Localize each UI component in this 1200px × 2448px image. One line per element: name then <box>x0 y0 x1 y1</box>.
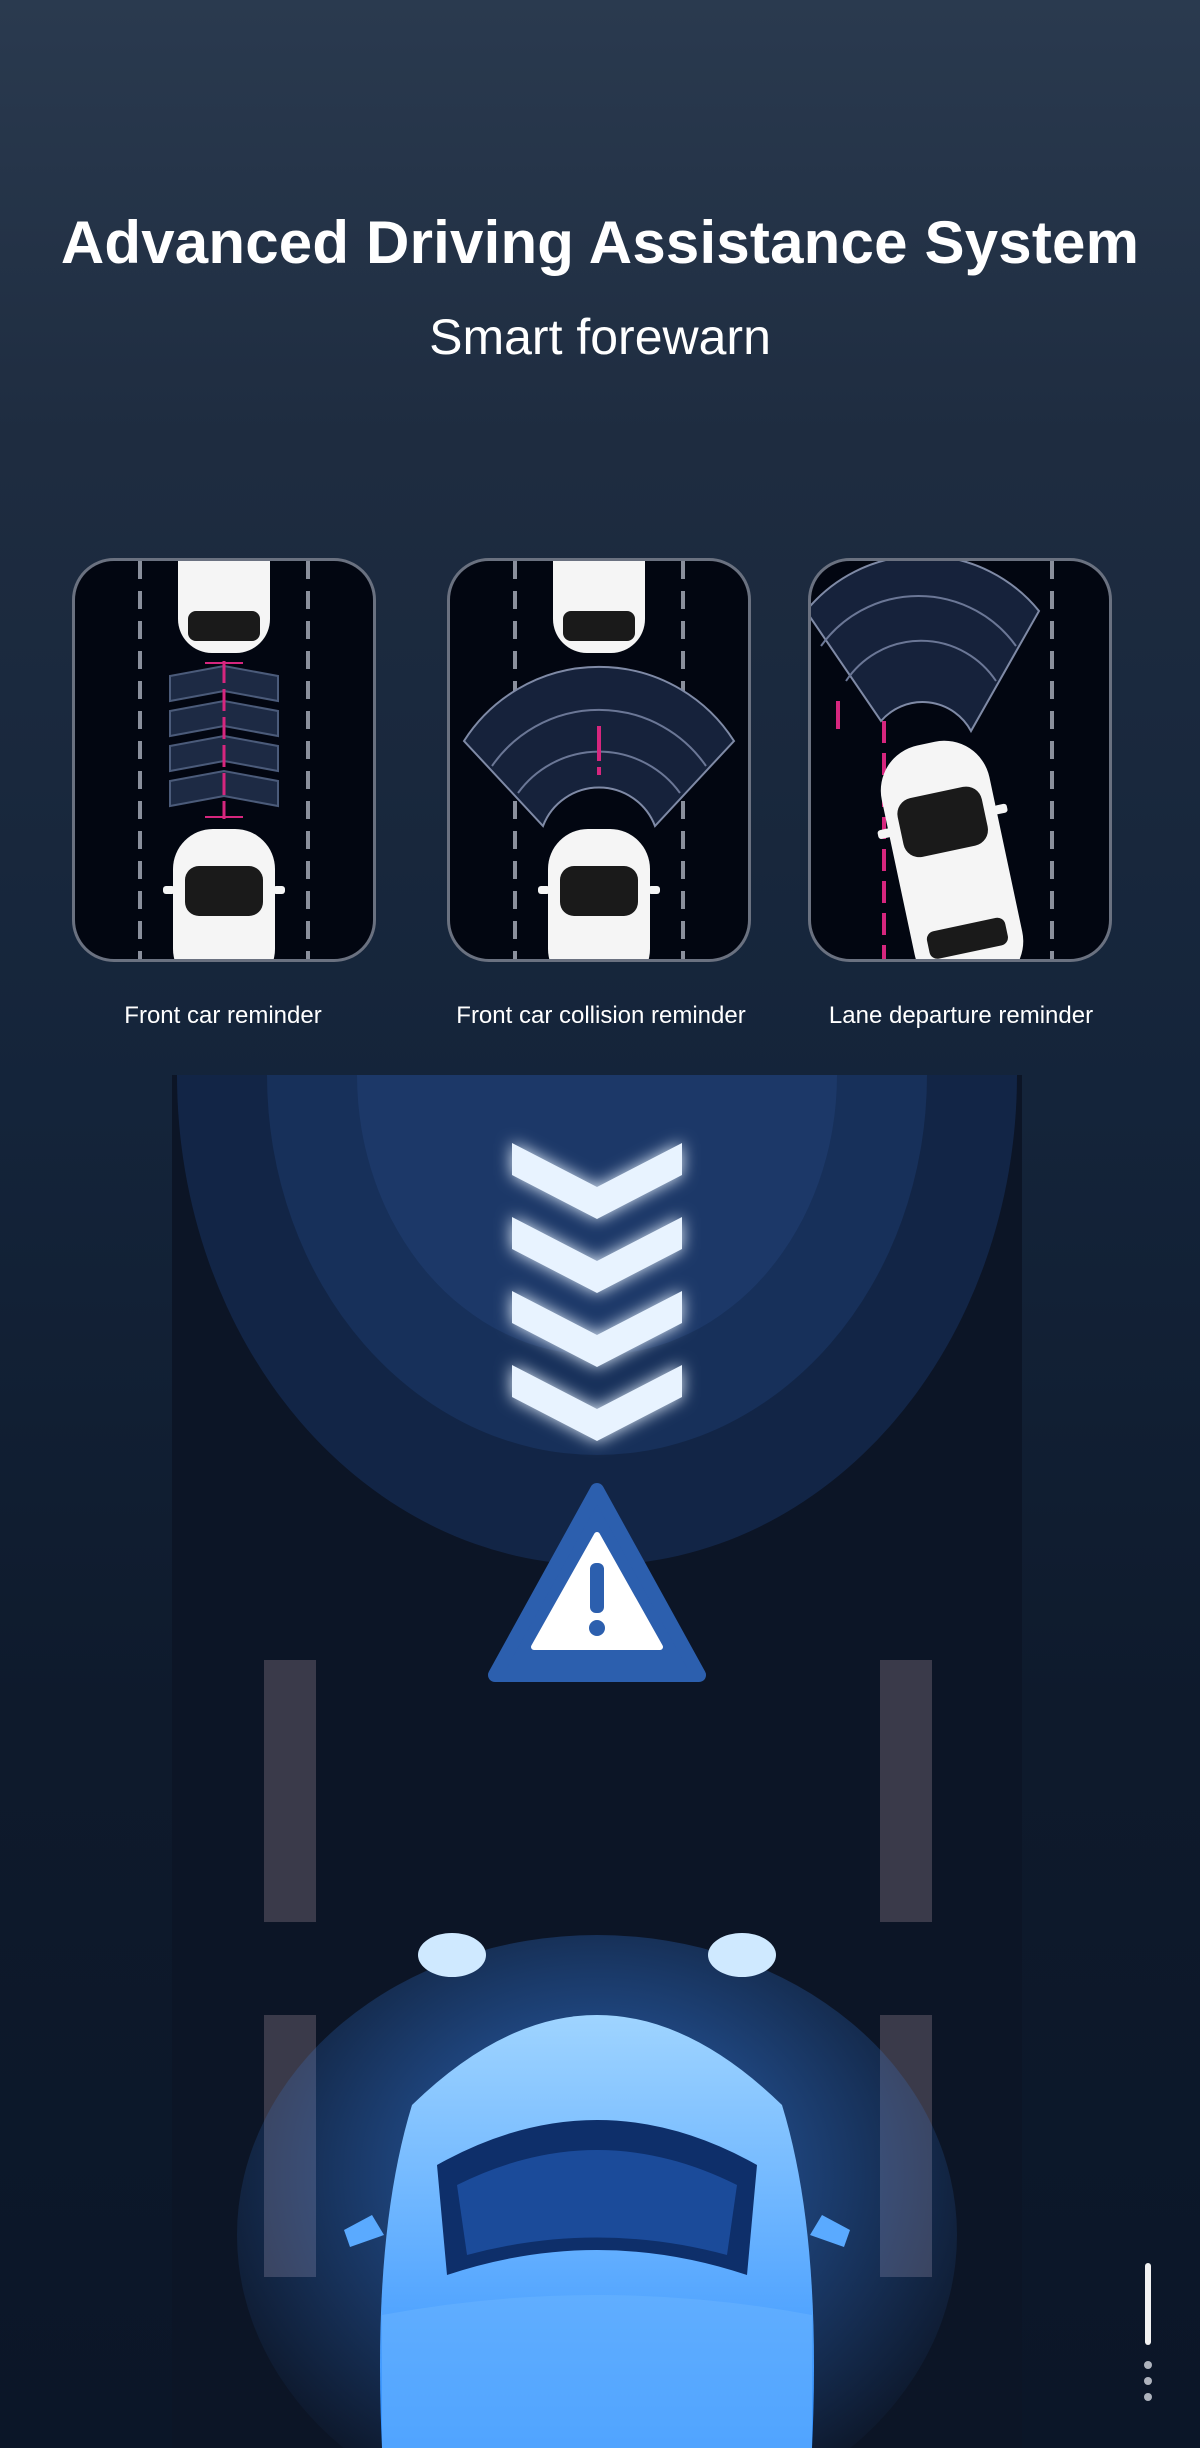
front-car-reminder-card <box>72 558 376 962</box>
scroll-indicator-icon <box>1144 2263 1152 2401</box>
scroll-indicator[interactable] <box>1140 2263 1156 2408</box>
page-title: Advanced Driving Assistance System <box>60 209 1140 276</box>
feature-caption: Front car reminder <box>124 1002 322 1029</box>
page-subtitle: Smart forewarn <box>429 309 771 365</box>
lane-departure-card <box>808 558 1112 962</box>
feature-caption: Lane departure reminder <box>828 1002 1094 1029</box>
collision-reminder-card <box>447 558 751 962</box>
hero-illustration <box>172 1075 1022 2448</box>
car-top-view-icon <box>344 1933 850 2448</box>
feature-caption: Front car collision reminder <box>456 1002 746 1029</box>
collision-reminder-illustration <box>462 561 736 959</box>
lane-departure-illustration <box>811 561 1054 959</box>
front-car-reminder-illustration <box>138 561 310 959</box>
hero-scene <box>172 1075 1022 2448</box>
warning-triangle-icon <box>488 1483 706 1682</box>
chevron-down-icon <box>512 1143 682 1441</box>
